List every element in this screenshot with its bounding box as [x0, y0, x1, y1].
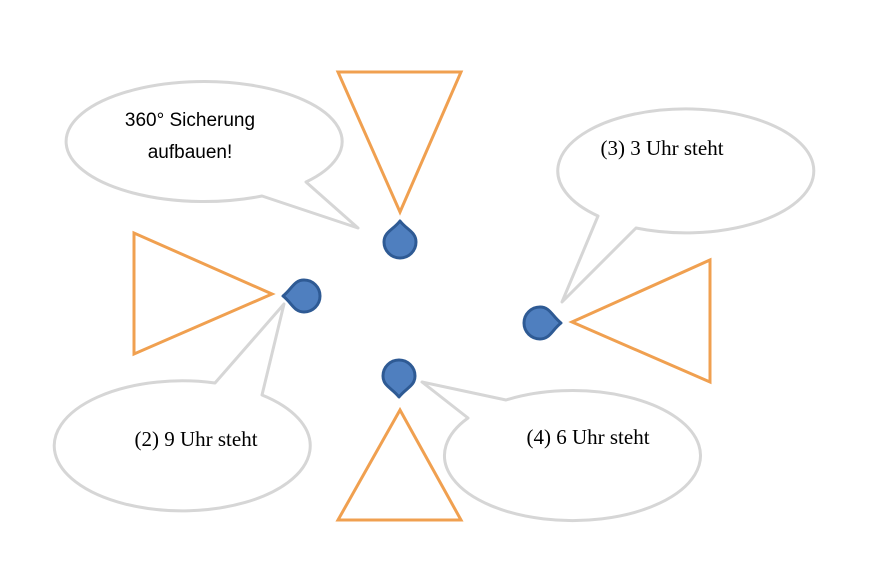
person-marker-left — [281, 278, 322, 314]
callout-top-left: 360° Sicherung aufbauen! — [64, 80, 360, 230]
callout-top-left-line1: 360° Sicherung — [125, 110, 255, 131]
view-cone-top — [335, 70, 464, 216]
person-marker-bottom — [381, 358, 417, 399]
callout-right-shape — [556, 107, 816, 304]
view-cone-left — [132, 230, 276, 357]
callout-bottom-right-text: (4) 6 Uhr steht — [526, 425, 649, 449]
view-cone-right — [568, 257, 712, 385]
person-marker-top — [382, 219, 418, 260]
view-cone-bottom — [335, 406, 464, 522]
callout-top-left-shape — [64, 80, 360, 230]
callout-right: (3) 3 Uhr steht — [556, 107, 816, 304]
callout-bottom-right-shape — [420, 380, 702, 523]
callout-bottom-left-text: (2) 9 Uhr steht — [134, 427, 257, 451]
callout-bottom-left: (2) 9 Uhr steht — [52, 302, 312, 513]
person-marker-right — [522, 305, 563, 341]
callout-right-text: (3) 3 Uhr steht — [600, 136, 723, 160]
callout-bottom-right: (4) 6 Uhr steht — [420, 380, 702, 523]
callout-bottom-left-shape — [52, 302, 312, 513]
callout-top-left-line2: aufbauen! — [148, 142, 233, 163]
